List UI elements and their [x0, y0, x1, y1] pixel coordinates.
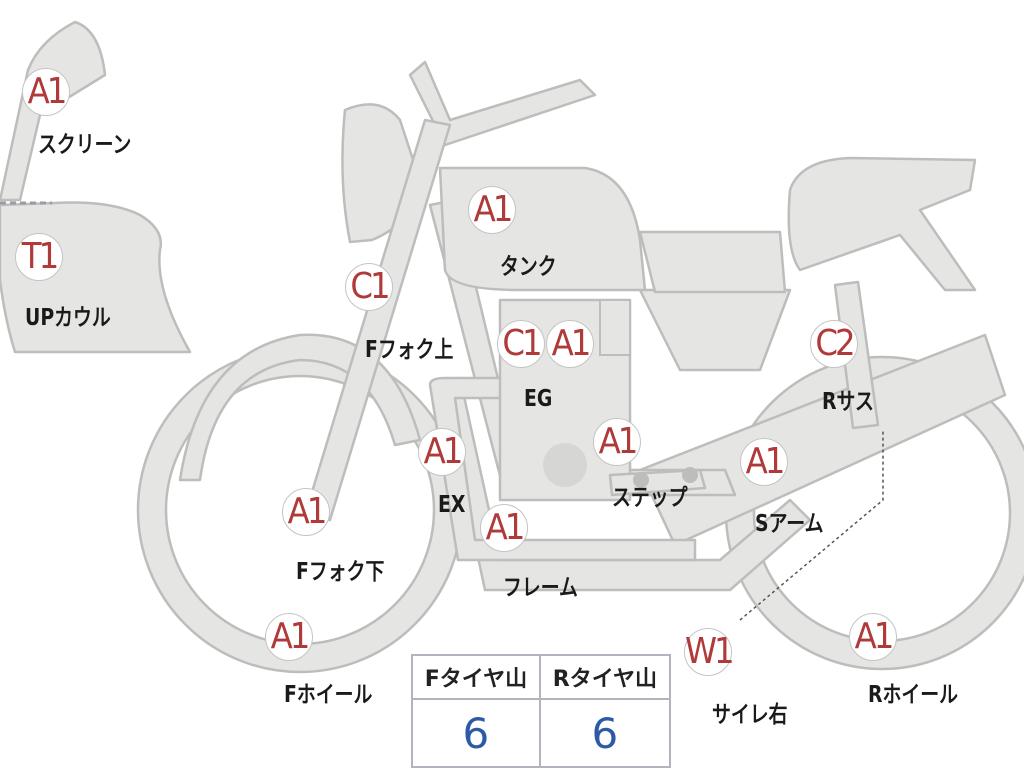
- swingarm-label: Sアーム: [755, 511, 824, 537]
- rear-tire-value: 6: [538, 698, 672, 768]
- step-shape: [608, 468, 707, 497]
- engine-label: EG: [524, 386, 553, 412]
- tank-label: タンク: [500, 254, 557, 280]
- exhaust-code-badge: A1: [418, 428, 466, 476]
- frame-lower-shape: [438, 376, 812, 592]
- screen-code-badge: A1: [22, 68, 70, 116]
- fork-upper-label: Fフォク上: [365, 337, 454, 363]
- swingarm-code-badge: A1: [740, 438, 788, 486]
- engine-code-badge-1: C1: [497, 320, 545, 368]
- tire-tread-table: Fタイヤ山 Rタイヤ山 6 6: [411, 654, 672, 768]
- silencer-label: サイレ右: [712, 702, 788, 728]
- side-cover-shape: [638, 288, 792, 372]
- screen-label: スクリーン: [38, 132, 132, 158]
- engine-code-badge-2: A1: [546, 320, 594, 368]
- upcowl-label: UPカウル: [25, 305, 111, 331]
- tank-code-badge: A1: [468, 186, 516, 234]
- screen-shape: [0, 20, 107, 202]
- seat-shape: [787, 156, 977, 292]
- rear-wheel-code-badge: A1: [849, 613, 897, 661]
- front-wheel-label: Fホイール: [284, 682, 373, 708]
- step-code-badge: A1: [593, 418, 641, 466]
- silencer-leader-line: [739, 430, 884, 621]
- rear-wheel-label: Rホイール: [868, 682, 958, 708]
- front-wheel-code-badge: A1: [265, 613, 313, 661]
- silencer-code-badge: W1: [684, 628, 735, 676]
- step-label: ステップ: [612, 485, 688, 511]
- front-tire-header: Fタイヤ山: [411, 654, 541, 700]
- front-tire-value: 6: [411, 698, 541, 768]
- rear-sus-label: Rサス: [822, 389, 874, 415]
- rear-sus-code-badge: C2: [810, 320, 858, 368]
- upcowl-code-badge: T1: [15, 233, 63, 281]
- rear-tire-header: Rタイヤ山: [538, 654, 672, 700]
- fork-upper-code-badge: C1: [345, 263, 393, 311]
- fork-lower-code-badge: A1: [282, 488, 330, 536]
- exhaust-shape: [428, 376, 697, 562]
- top-rail-shape: [638, 230, 787, 294]
- frame-code-badge: A1: [480, 504, 528, 552]
- frame-label: フレーム: [503, 575, 578, 601]
- front-fork-shape: [303, 118, 452, 522]
- fork-lower-label: Fフォク下: [296, 559, 385, 585]
- exhaust-label: EX: [438, 492, 466, 518]
- rear-suspension-shape: [833, 280, 880, 430]
